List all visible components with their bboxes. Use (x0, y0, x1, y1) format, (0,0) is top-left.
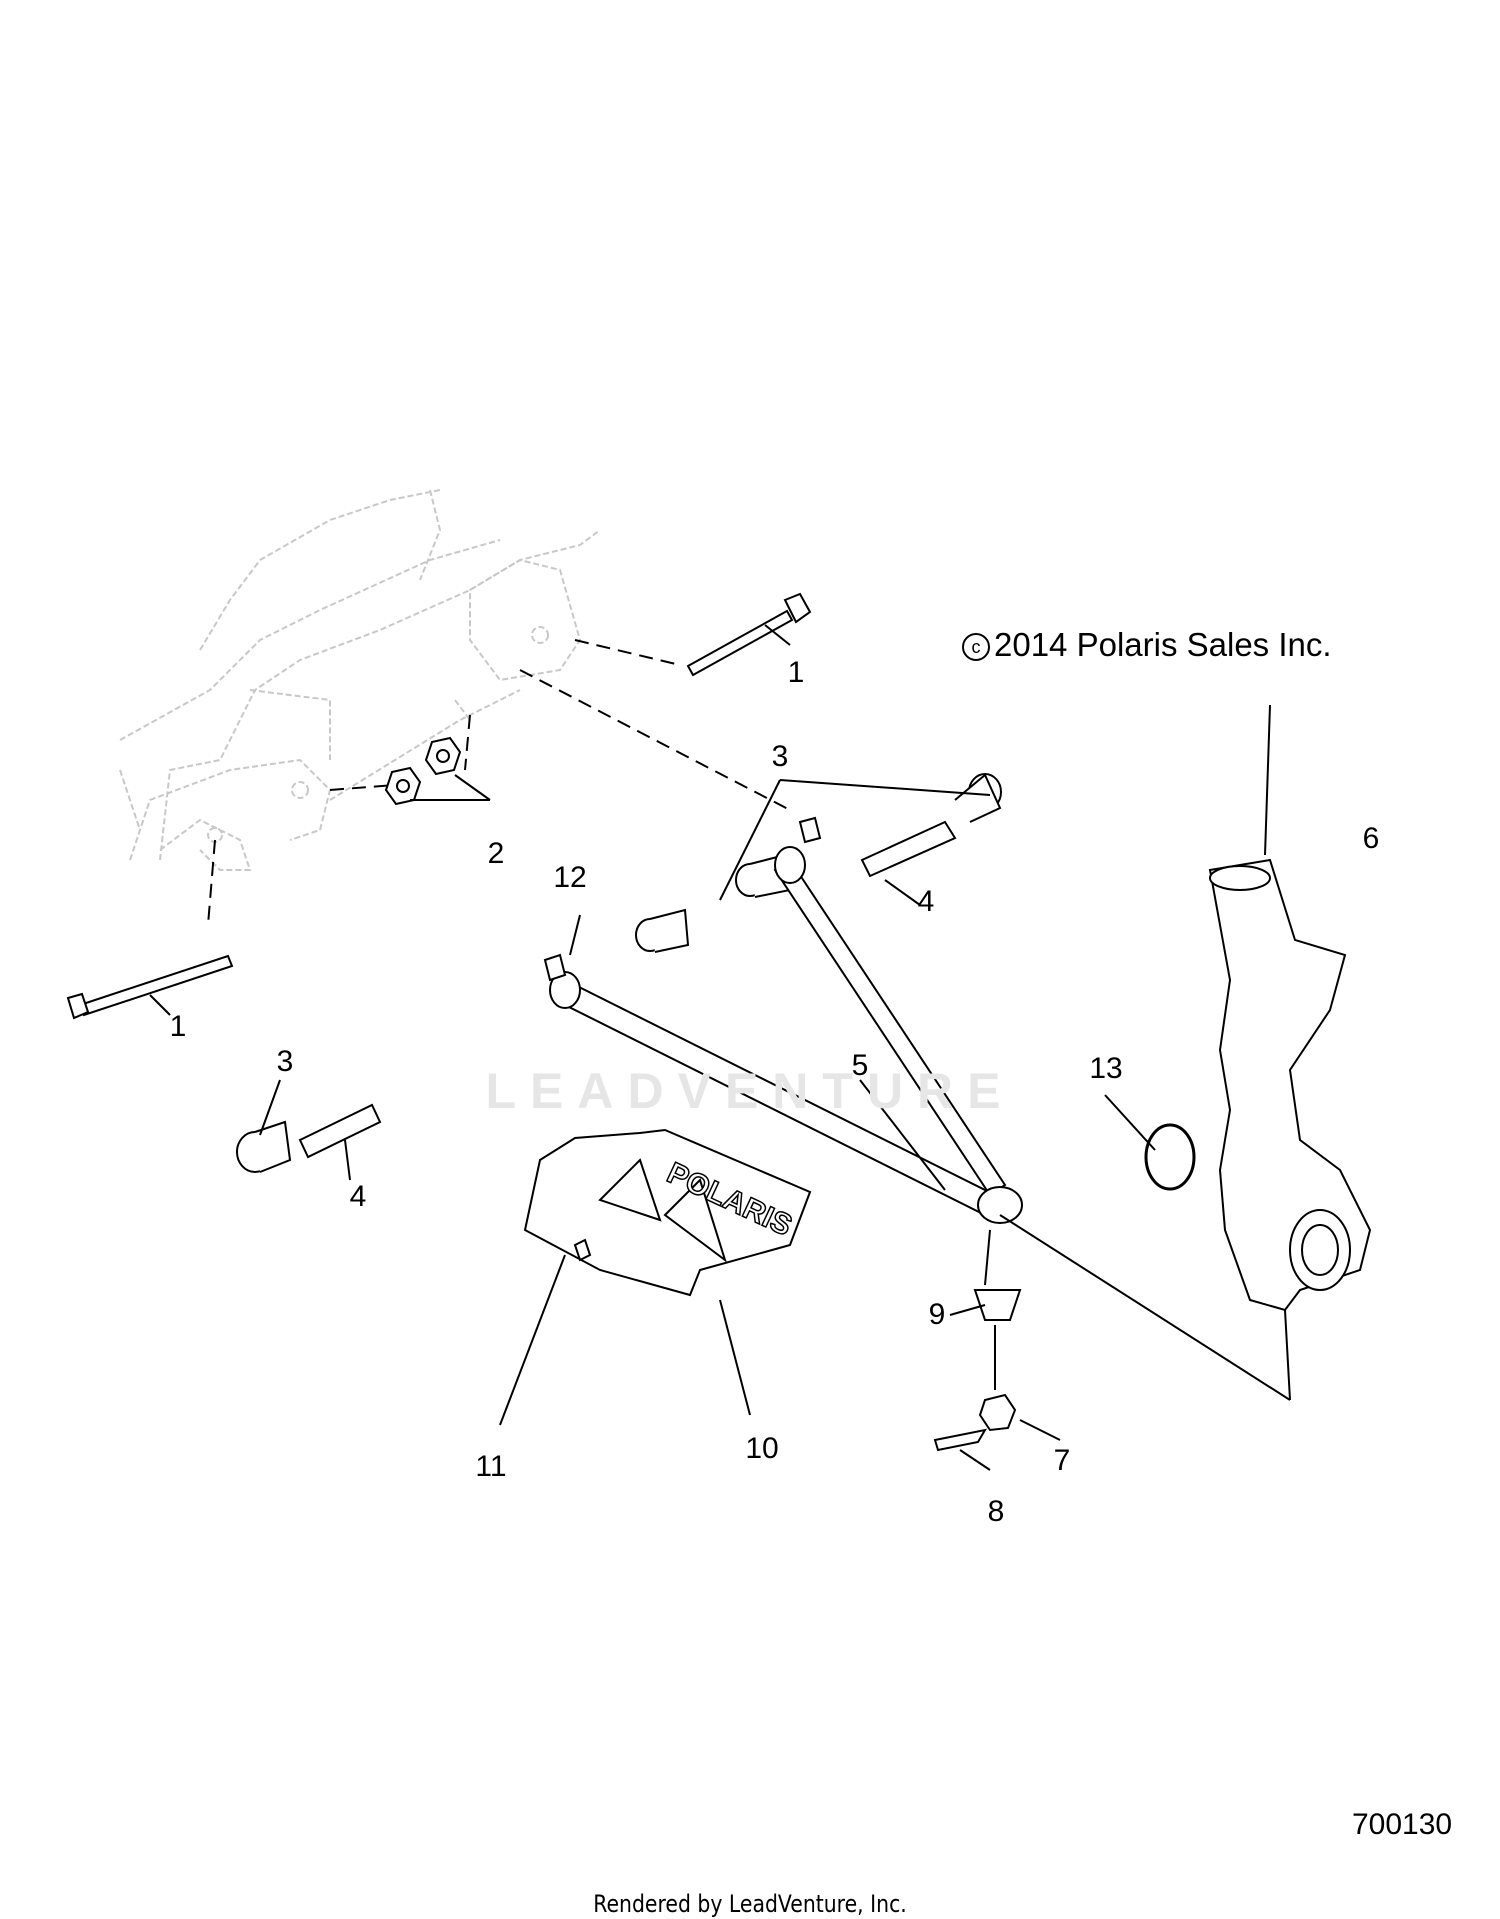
callout-1-left: 1 (169, 1010, 187, 1043)
callout-3-top: 3 (771, 740, 789, 773)
callout-13: 13 (1089, 1052, 1123, 1085)
bushings (236, 773, 1002, 1173)
callout-1-top: 1 (787, 656, 805, 689)
bolt-left (66, 954, 234, 1020)
copyright-symbol: c (962, 633, 990, 662)
callout-5: 5 (851, 1049, 869, 1082)
reference-number: 700130 (1352, 1808, 1453, 1841)
a-arm (549, 846, 1023, 1224)
callout-9: 9 (928, 1298, 946, 1331)
callout-2: 2 (487, 837, 505, 870)
copyright-text: 2014 Polaris Sales Inc. (994, 626, 1332, 663)
callout-12: 12 (553, 861, 587, 894)
steering-knuckle (1208, 858, 1372, 1312)
rendered-by-footer: Rendered by LeadVenture, Inc. (593, 1890, 907, 1918)
o-ring (1144, 1123, 1196, 1191)
callout-3-left: 3 (276, 1045, 294, 1078)
nuts (384, 736, 462, 806)
watermark: LEADVENTURE (485, 1063, 1015, 1119)
callout-7: 7 (1053, 1444, 1071, 1477)
skid-guard (523, 1128, 812, 1297)
callout-11: 11 (475, 1450, 507, 1483)
callout-4-top: 4 (917, 885, 935, 918)
callout-10: 10 (745, 1432, 779, 1465)
callout-6: 6 (1362, 822, 1380, 855)
small-hardware (543, 816, 1022, 1452)
callout-8: 8 (987, 1495, 1005, 1528)
frame-outline (119, 489, 601, 871)
callout-4-left: 4 (349, 1180, 367, 1213)
